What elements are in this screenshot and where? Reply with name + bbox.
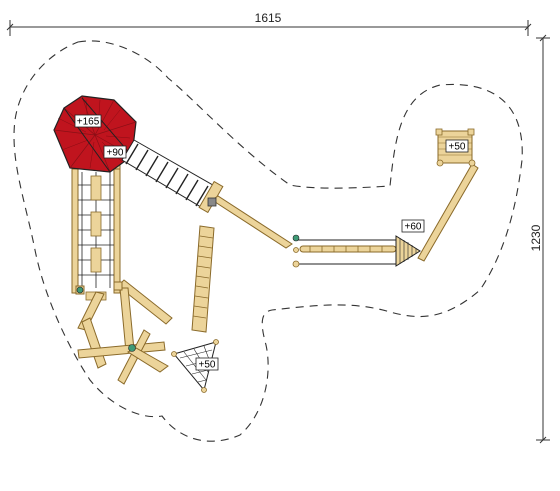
- height-dimension: 1230: [529, 34, 550, 444]
- height-tag-text: +165: [77, 117, 100, 128]
- horizontal-rope-bridge: [292, 234, 398, 268]
- height-tag-tower-deck: +90: [103, 145, 127, 159]
- height-tag-rope-bridge-end: +60: [401, 219, 425, 233]
- crossed-log-structure: [75, 279, 173, 385]
- bridge-end-triangle-net: [395, 235, 421, 267]
- post-cap-green: [76, 286, 84, 294]
- height-tag-climbing-net: +50: [195, 357, 219, 371]
- height-dimension-label: 1230: [529, 224, 543, 251]
- diagonal-beam-right: [417, 163, 479, 262]
- log-ladder: [191, 225, 215, 333]
- balance-beam: [207, 195, 293, 249]
- height-tag-right-platform: +50: [445, 139, 469, 153]
- safety-zone-boundary: [13, 40, 523, 442]
- height-tag-text: +90: [107, 148, 124, 159]
- height-tag-text: +60: [405, 222, 422, 233]
- triangle-climbing-net: [171, 339, 219, 393]
- height-tag-text: +50: [199, 360, 216, 371]
- post-cap-green: [128, 344, 136, 352]
- rope-ladder-bridge: [121, 139, 224, 214]
- height-tag-tower-roof: +165: [74, 114, 102, 128]
- width-dimension-label: 1615: [255, 11, 282, 25]
- width-dimension: 1615: [6, 11, 532, 36]
- height-tag-text: +50: [449, 142, 466, 153]
